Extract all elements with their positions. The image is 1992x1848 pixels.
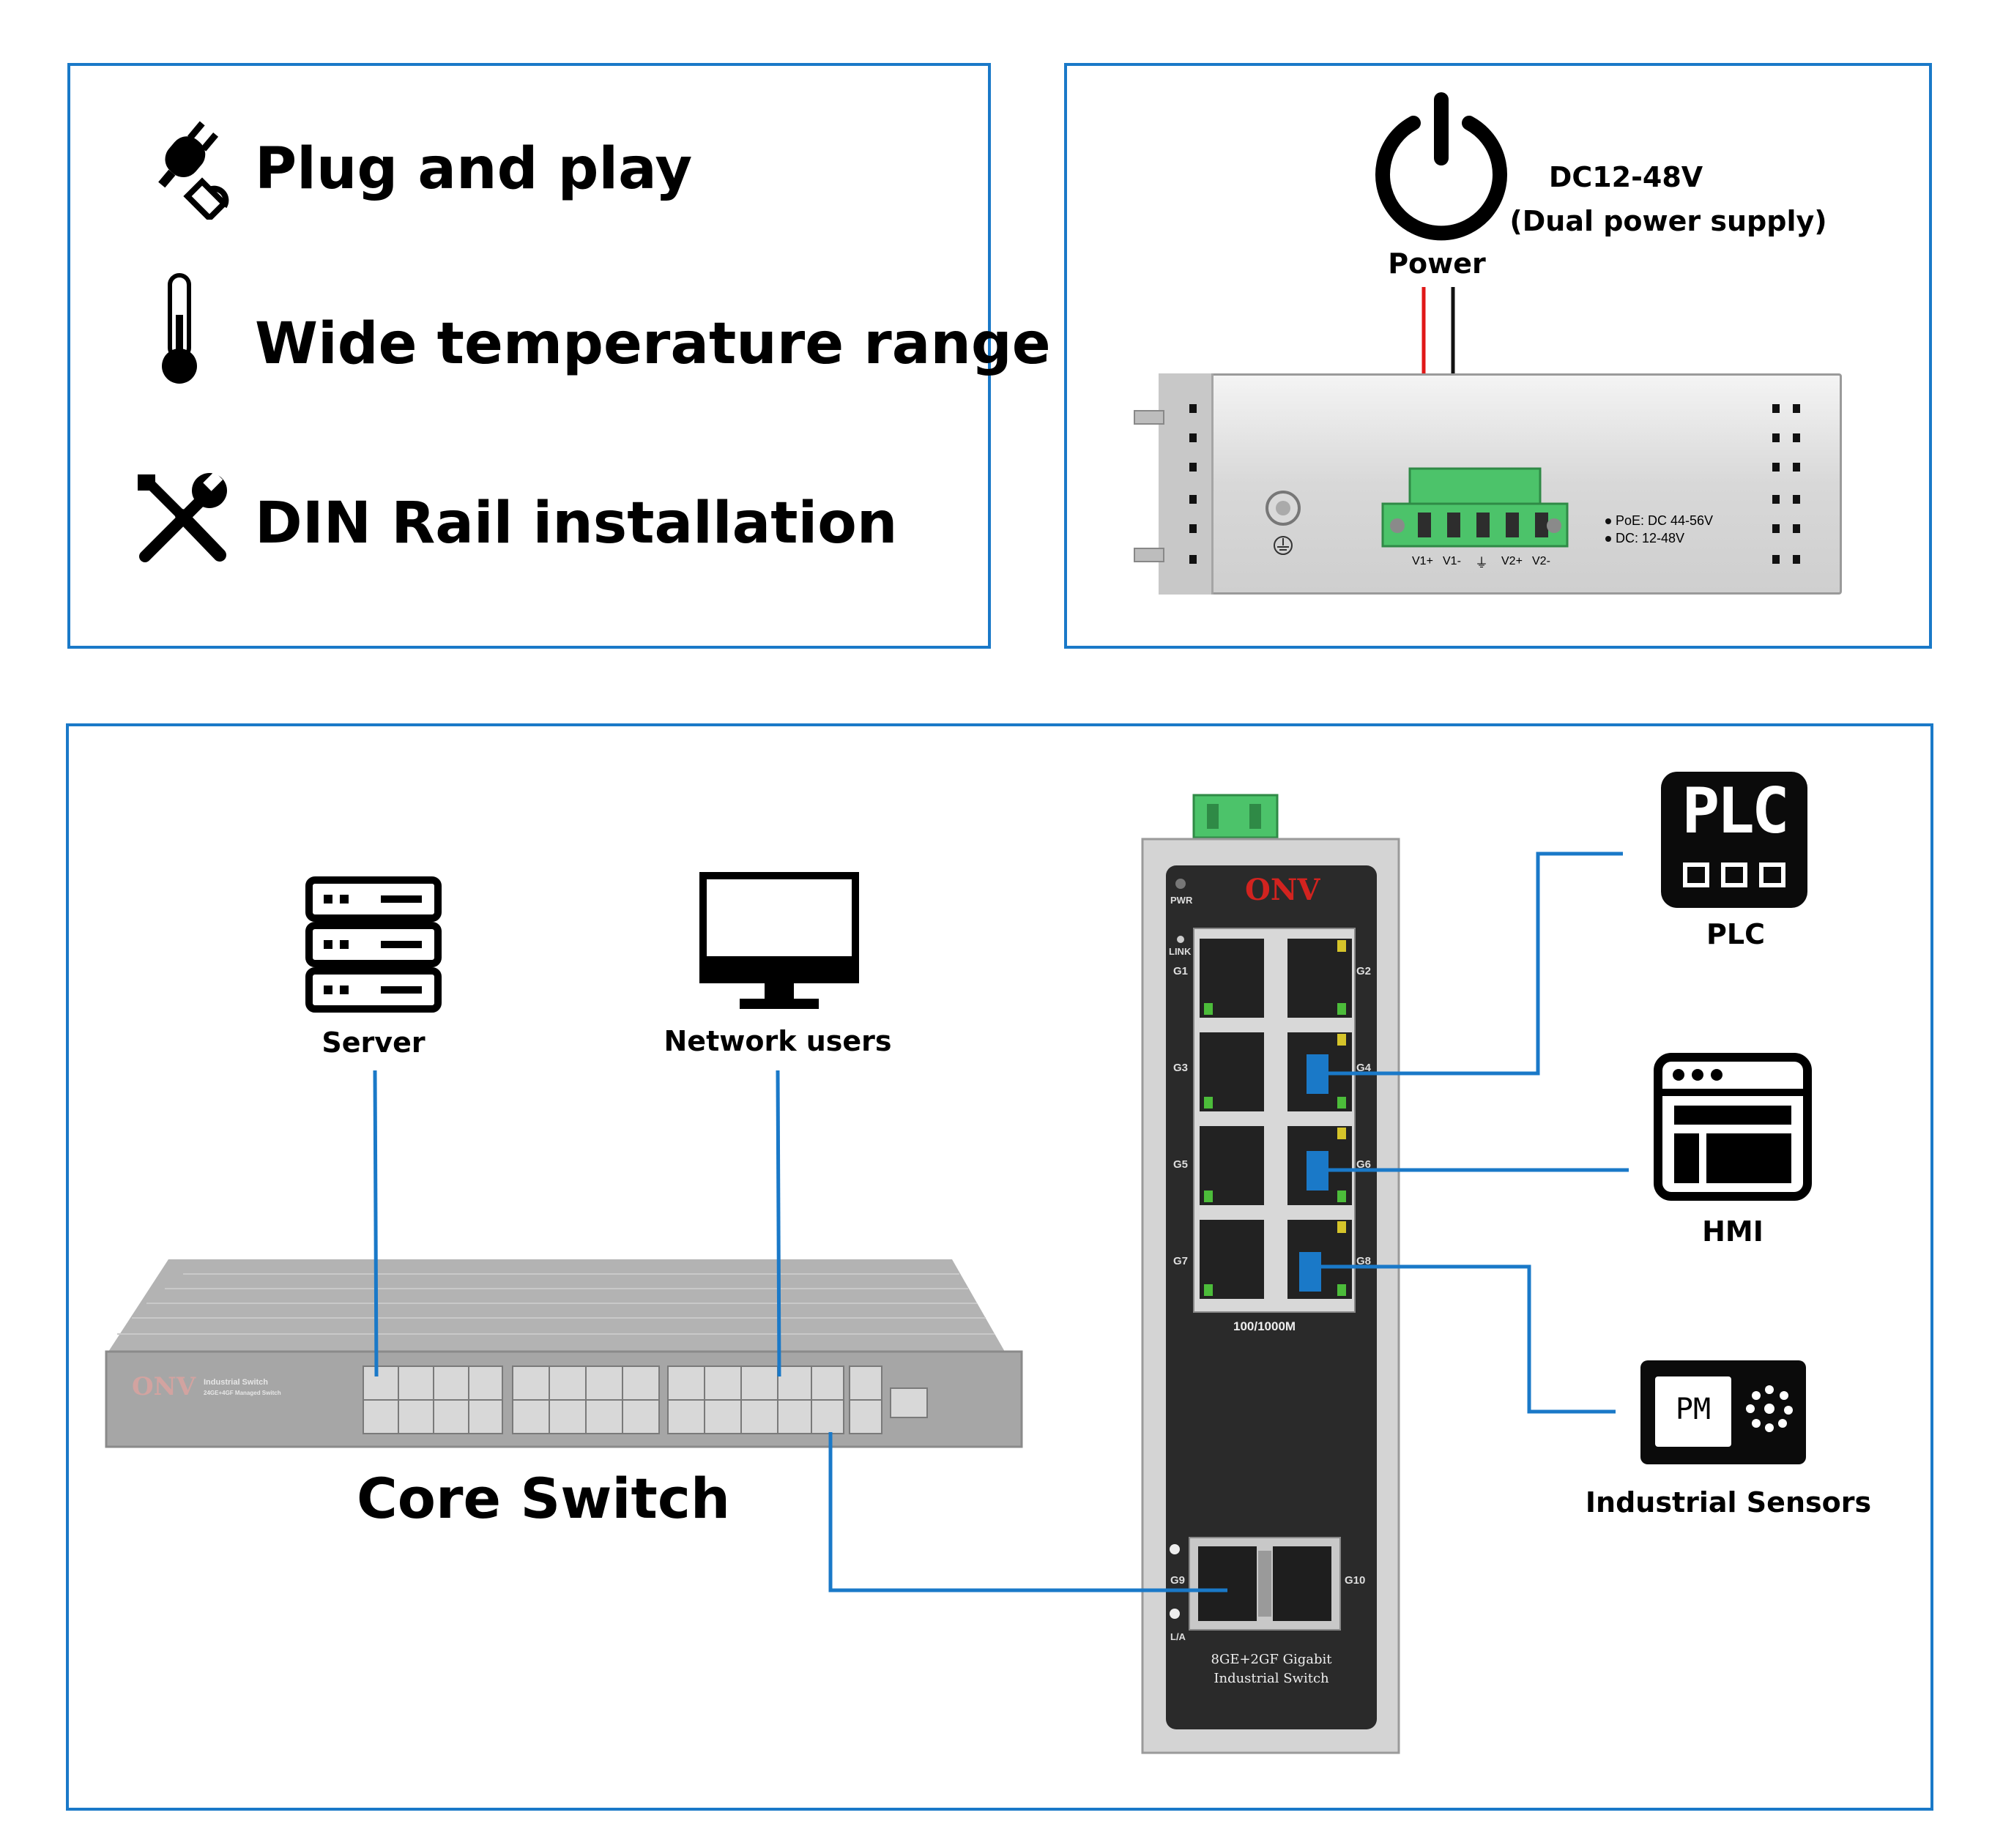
monitor-icon <box>699 872 859 1009</box>
core-switch-brand: ONV <box>132 1372 196 1401</box>
server-label: Server <box>322 1027 425 1059</box>
industrial-sensors-label: Industrial Sensors <box>1585 1486 1872 1519</box>
sensor-icon-text: PM <box>1675 1393 1712 1426</box>
port-label-g4: G4 <box>1356 1062 1372 1074</box>
core-switch-model-1: Industrial Switch <box>204 1378 269 1387</box>
din-clip-bottom <box>1134 548 1164 562</box>
power-spec-label: DC12-48V <box>1548 161 1703 193</box>
port-label-g8: G8 <box>1356 1255 1372 1267</box>
port-label-g5: G5 <box>1173 1158 1189 1171</box>
terminal-label-v1plus: V1+ <box>1412 555 1433 567</box>
terminal-label-v1minus: V1- <box>1443 555 1461 567</box>
hmi-label: HMI <box>1702 1215 1764 1248</box>
plc-icon-text: PLC <box>1681 775 1789 848</box>
hmi-icon <box>1654 1053 1812 1201</box>
switch-brand: ONV <box>1245 873 1320 907</box>
dual-supply-label: (Dual power supply) <box>1509 205 1827 237</box>
side-panel-lip <box>1159 373 1214 595</box>
wide-temperature-label: Wide temperature range <box>255 311 1051 377</box>
switch-model-1: 8GE+2GF Gigabit <box>1211 1652 1332 1667</box>
din-clip-top <box>1134 410 1164 425</box>
plug-and-play-label: Plug and play <box>255 136 693 202</box>
din-rail-label: DIN Rail installation <box>255 491 898 556</box>
core-switch-label: Core Switch <box>357 1466 730 1531</box>
port-label-g6: G6 <box>1356 1158 1372 1171</box>
terminal-label-v2minus: V2- <box>1532 555 1550 567</box>
fiber-label-g10: G10 <box>1345 1574 1366 1587</box>
fiber-label-g9: G9 <box>1170 1574 1186 1587</box>
core-switch-model-2: 24GE+4GF Managed Switch <box>204 1390 281 1396</box>
plc-label: PLC <box>1706 918 1765 950</box>
plc-icon: PLC <box>1661 772 1807 908</box>
switch-side-panel <box>1159 373 1842 595</box>
port-label-g1: G1 <box>1173 965 1189 977</box>
terminal-label-ground: ⏚ <box>1475 556 1488 570</box>
power-label: Power <box>1388 247 1486 280</box>
la-label: L/A <box>1170 1631 1186 1642</box>
port-label-g7: G7 <box>1173 1255 1189 1267</box>
thermometer-icon <box>162 273 197 384</box>
switch-model-2: Industrial Switch <box>1214 1671 1329 1686</box>
dc-note: DC: 12-48V <box>1616 531 1685 545</box>
speed-label: 100/1000M <box>1233 1319 1296 1333</box>
terminal-label-v2plus: V2+ <box>1501 555 1523 567</box>
network-users-label: Network users <box>664 1025 892 1057</box>
plug-icon <box>158 121 229 220</box>
link-indicator-label: LINK <box>1169 946 1192 957</box>
port-label-g2: G2 <box>1356 965 1372 977</box>
power-icon <box>1375 92 1507 241</box>
server-icon <box>305 876 442 1013</box>
port-label-g3: G3 <box>1173 1062 1189 1074</box>
pwr-indicator-label: PWR <box>1170 895 1193 906</box>
sensor-icon: PM <box>1640 1360 1806 1464</box>
tools-icon <box>138 471 227 562</box>
poe-note: PoE: DC 44-56V <box>1616 513 1714 528</box>
